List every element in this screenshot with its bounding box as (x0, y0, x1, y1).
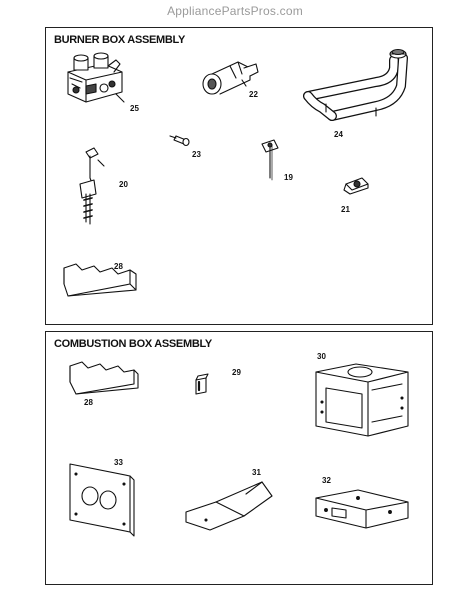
pilot-bracket-part (79, 147, 105, 225)
spark-electrode-part (343, 177, 369, 195)
callout-20: 20 (119, 180, 128, 189)
burner-box-assembly-panel: BURNER BOX ASSEMBLY (45, 27, 433, 325)
thermocouple-part (261, 139, 279, 181)
combustion-box-part (315, 363, 409, 437)
callout-28-combustion: 28 (84, 398, 93, 407)
callout-21: 21 (341, 205, 350, 214)
combustion-box-parts-art (69, 361, 409, 537)
callout-31: 31 (252, 468, 261, 477)
burner-tube-part (303, 48, 408, 121)
burner-box-title: BURNER BOX ASSEMBLY (54, 34, 186, 46)
callout-24: 24 (334, 130, 343, 139)
combustion-box-assembly-panel: COMBUSTION BOX ASSEMBLY (45, 331, 433, 585)
base-plate-part (315, 489, 409, 529)
callout-25: 25 (130, 104, 139, 113)
callout-23: 23 (192, 150, 201, 159)
gas-valve-part (67, 52, 125, 103)
callout-28-burner: 28 (114, 262, 123, 271)
callout-33: 33 (114, 458, 123, 467)
baffle-part (63, 263, 137, 297)
watermark: AppliancePartsPros.com (167, 4, 303, 18)
screw-part (169, 135, 190, 147)
heat-shield-part (185, 481, 273, 531)
callout-30: 30 (317, 352, 326, 361)
burner-box-parts-art (63, 48, 408, 297)
small-bracket-part (195, 373, 209, 395)
combustion-box-title: COMBUSTION BOX ASSEMBLY (54, 338, 212, 350)
burner-panel-part (69, 463, 135, 537)
callout-32: 32 (322, 476, 331, 485)
combustion-baffle-part (69, 361, 139, 395)
callout-19: 19 (284, 173, 293, 182)
burner-orifice-part (202, 61, 259, 95)
callout-29: 29 (232, 368, 241, 377)
callout-22: 22 (249, 90, 258, 99)
